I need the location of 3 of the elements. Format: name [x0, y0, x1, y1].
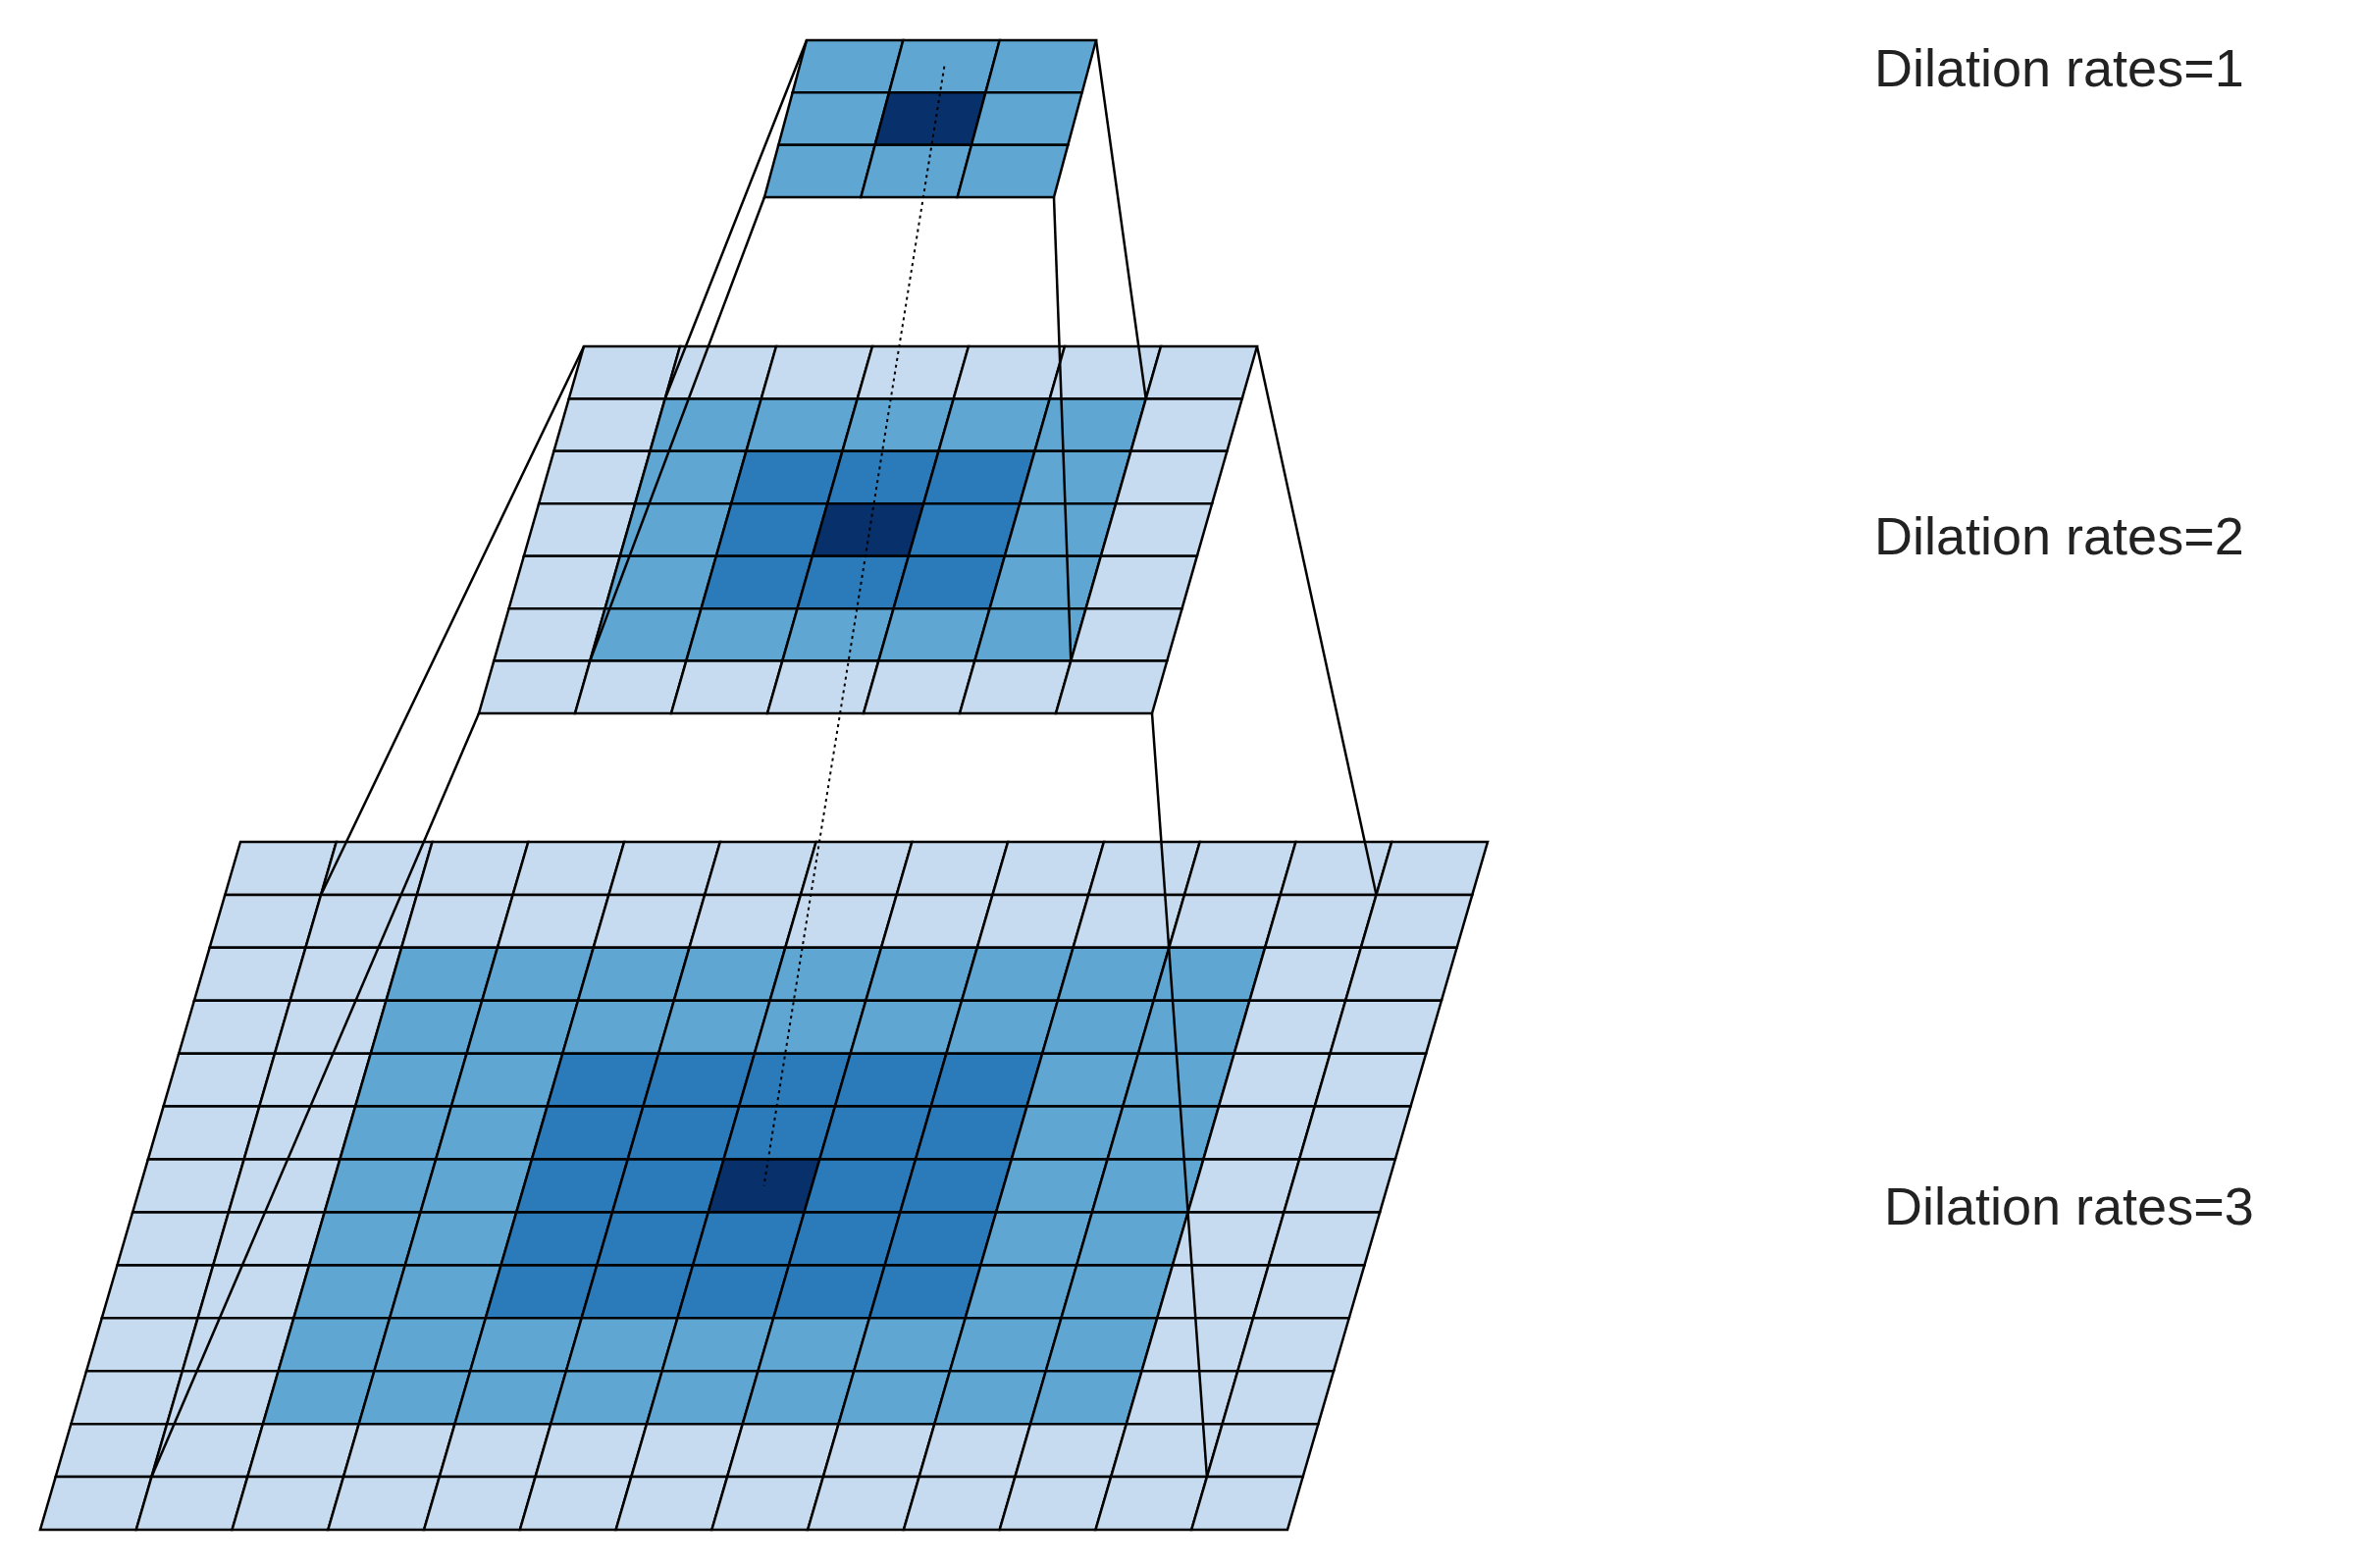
rate-label: Dilation rates=1 [1874, 37, 2244, 98]
rate-label: Dilation rates=2 [1874, 505, 2244, 566]
rate-label: Dilation rates=3 [1884, 1176, 2254, 1236]
